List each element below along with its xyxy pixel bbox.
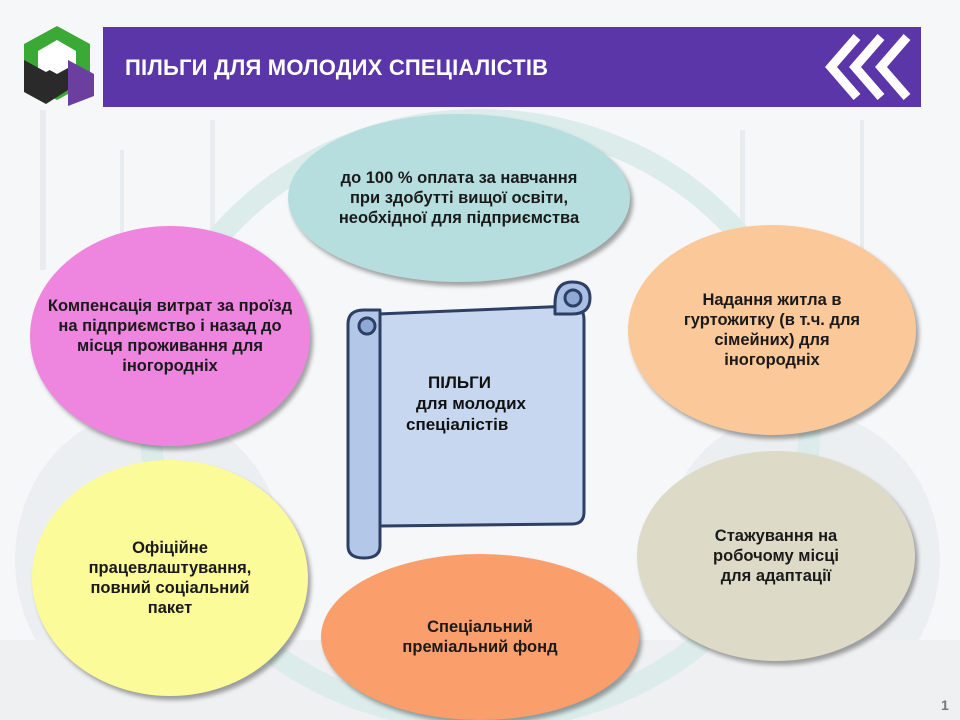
center-title-line-3: спеціалістів xyxy=(406,415,509,434)
chevron-left-icon xyxy=(825,34,911,100)
benefit-tuition: до 100 % оплата за навчання при здобутті… xyxy=(288,114,630,282)
benefit-travel-compensation: Компенсація витрат за проїзд на підприєм… xyxy=(30,226,310,446)
page-title: ПІЛЬГИ ДЛЯ МОЛОДИХ СПЕЦІАЛІСТІВ xyxy=(125,55,549,80)
company-logo xyxy=(24,26,94,106)
title-bar: ПІЛЬГИ ДЛЯ МОЛОДИХ СПЕЦІАЛІСТІВ xyxy=(103,27,921,107)
benefit-housing: Надання житла в гуртожитку (в т.ч. для с… xyxy=(628,225,916,435)
center-title-line-2: для молодих xyxy=(416,394,526,413)
benefit-official-employment: Офіційне працевлаштування, повний соціал… xyxy=(32,460,308,696)
benefit-internship: Стажування на робочому місці для адаптац… xyxy=(637,451,915,661)
center-title: ПІЛЬГИ для молодих спеціалістів xyxy=(406,372,566,435)
center-scroll xyxy=(346,280,592,560)
page-number: 1 xyxy=(941,697,949,713)
benefit-bonus-fund: Спеціальний преміальний фонд xyxy=(321,554,639,720)
center-title-line-1: ПІЛЬГИ xyxy=(428,373,491,392)
